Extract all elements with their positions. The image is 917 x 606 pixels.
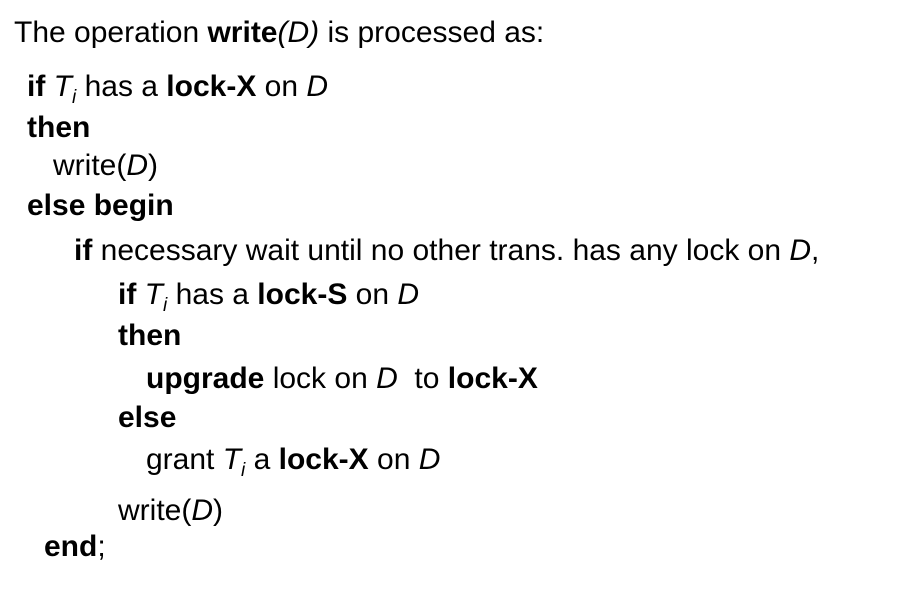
keyword-if: if (74, 234, 93, 267)
heading-prefix: The operation (14, 16, 208, 49)
transaction-symbol: T (144, 278, 163, 311)
code-text: on (368, 443, 419, 476)
keyword-then: then (118, 319, 182, 352)
keyword-if: if (27, 70, 46, 103)
code-line-4: else begin (27, 188, 174, 224)
code-text: ; (97, 530, 106, 563)
code-text: on (256, 70, 307, 103)
data-item-symbol: D (126, 149, 149, 182)
code-text: has a (167, 278, 258, 311)
lock-mode: lock-X (447, 362, 538, 395)
code-line-10: grant Ti a lock-X on D (146, 442, 441, 481)
code-line-12: end; (44, 529, 106, 565)
code-line-2: then (27, 110, 90, 146)
data-item-symbol: D (418, 443, 441, 476)
code-text: grant (146, 443, 223, 476)
keyword-upgrade: upgrade (146, 362, 265, 395)
code-text: a (245, 443, 279, 476)
lock-mode: lock-X (166, 70, 257, 103)
transaction-symbol: T (53, 70, 72, 103)
keyword-else-begin: else begin (27, 189, 174, 222)
data-item-symbol: D (789, 234, 812, 267)
transaction-symbol: T (222, 443, 242, 476)
code-text: , (811, 234, 820, 267)
data-item-symbol: D (397, 278, 420, 311)
data-item-symbol: D (376, 362, 398, 395)
code-line-9: else (118, 400, 176, 436)
code-text: write( (53, 149, 127, 182)
keyword-if: if (118, 278, 137, 311)
data-item-symbol: D (306, 70, 329, 103)
code-text: on (347, 278, 398, 311)
code-line-3: write(D) (53, 148, 158, 184)
code-text: to (397, 362, 448, 395)
keyword-end: end (44, 530, 98, 563)
code-text: ) (148, 149, 159, 182)
code-line-7: then (118, 318, 181, 354)
transaction-subscript: i (241, 460, 246, 481)
code-text: has a (76, 70, 167, 103)
operation-name: write (207, 16, 278, 49)
code-text: necessary wait until no other trans. has… (92, 234, 790, 267)
keyword-then: then (27, 111, 91, 144)
transaction-subscript: i (163, 295, 168, 316)
code-line-6: if Ti has a lock-S on D (118, 277, 420, 316)
code-text: lock on (264, 362, 377, 395)
code-text: ) (213, 494, 224, 527)
keyword-else: else (118, 401, 177, 434)
lock-mode: lock-S (257, 278, 348, 311)
transaction-subscript: i (72, 87, 77, 108)
lock-mode: lock-X (278, 443, 369, 476)
data-item-symbol: D (191, 494, 214, 527)
code-line-11: write(D) (118, 493, 223, 529)
code-line-1: if Ti has a lock-X on D (27, 69, 329, 108)
code-line-5: if necessary wait until no other trans. … (74, 233, 819, 269)
code-text: write( (118, 494, 192, 527)
heading-line: The operation write(D) is processed as: (14, 15, 544, 51)
operation-argument: (D) (277, 16, 320, 49)
code-line-8: upgrade lock on D to lock-X (146, 361, 538, 397)
heading-suffix: is processed as: (319, 16, 545, 49)
